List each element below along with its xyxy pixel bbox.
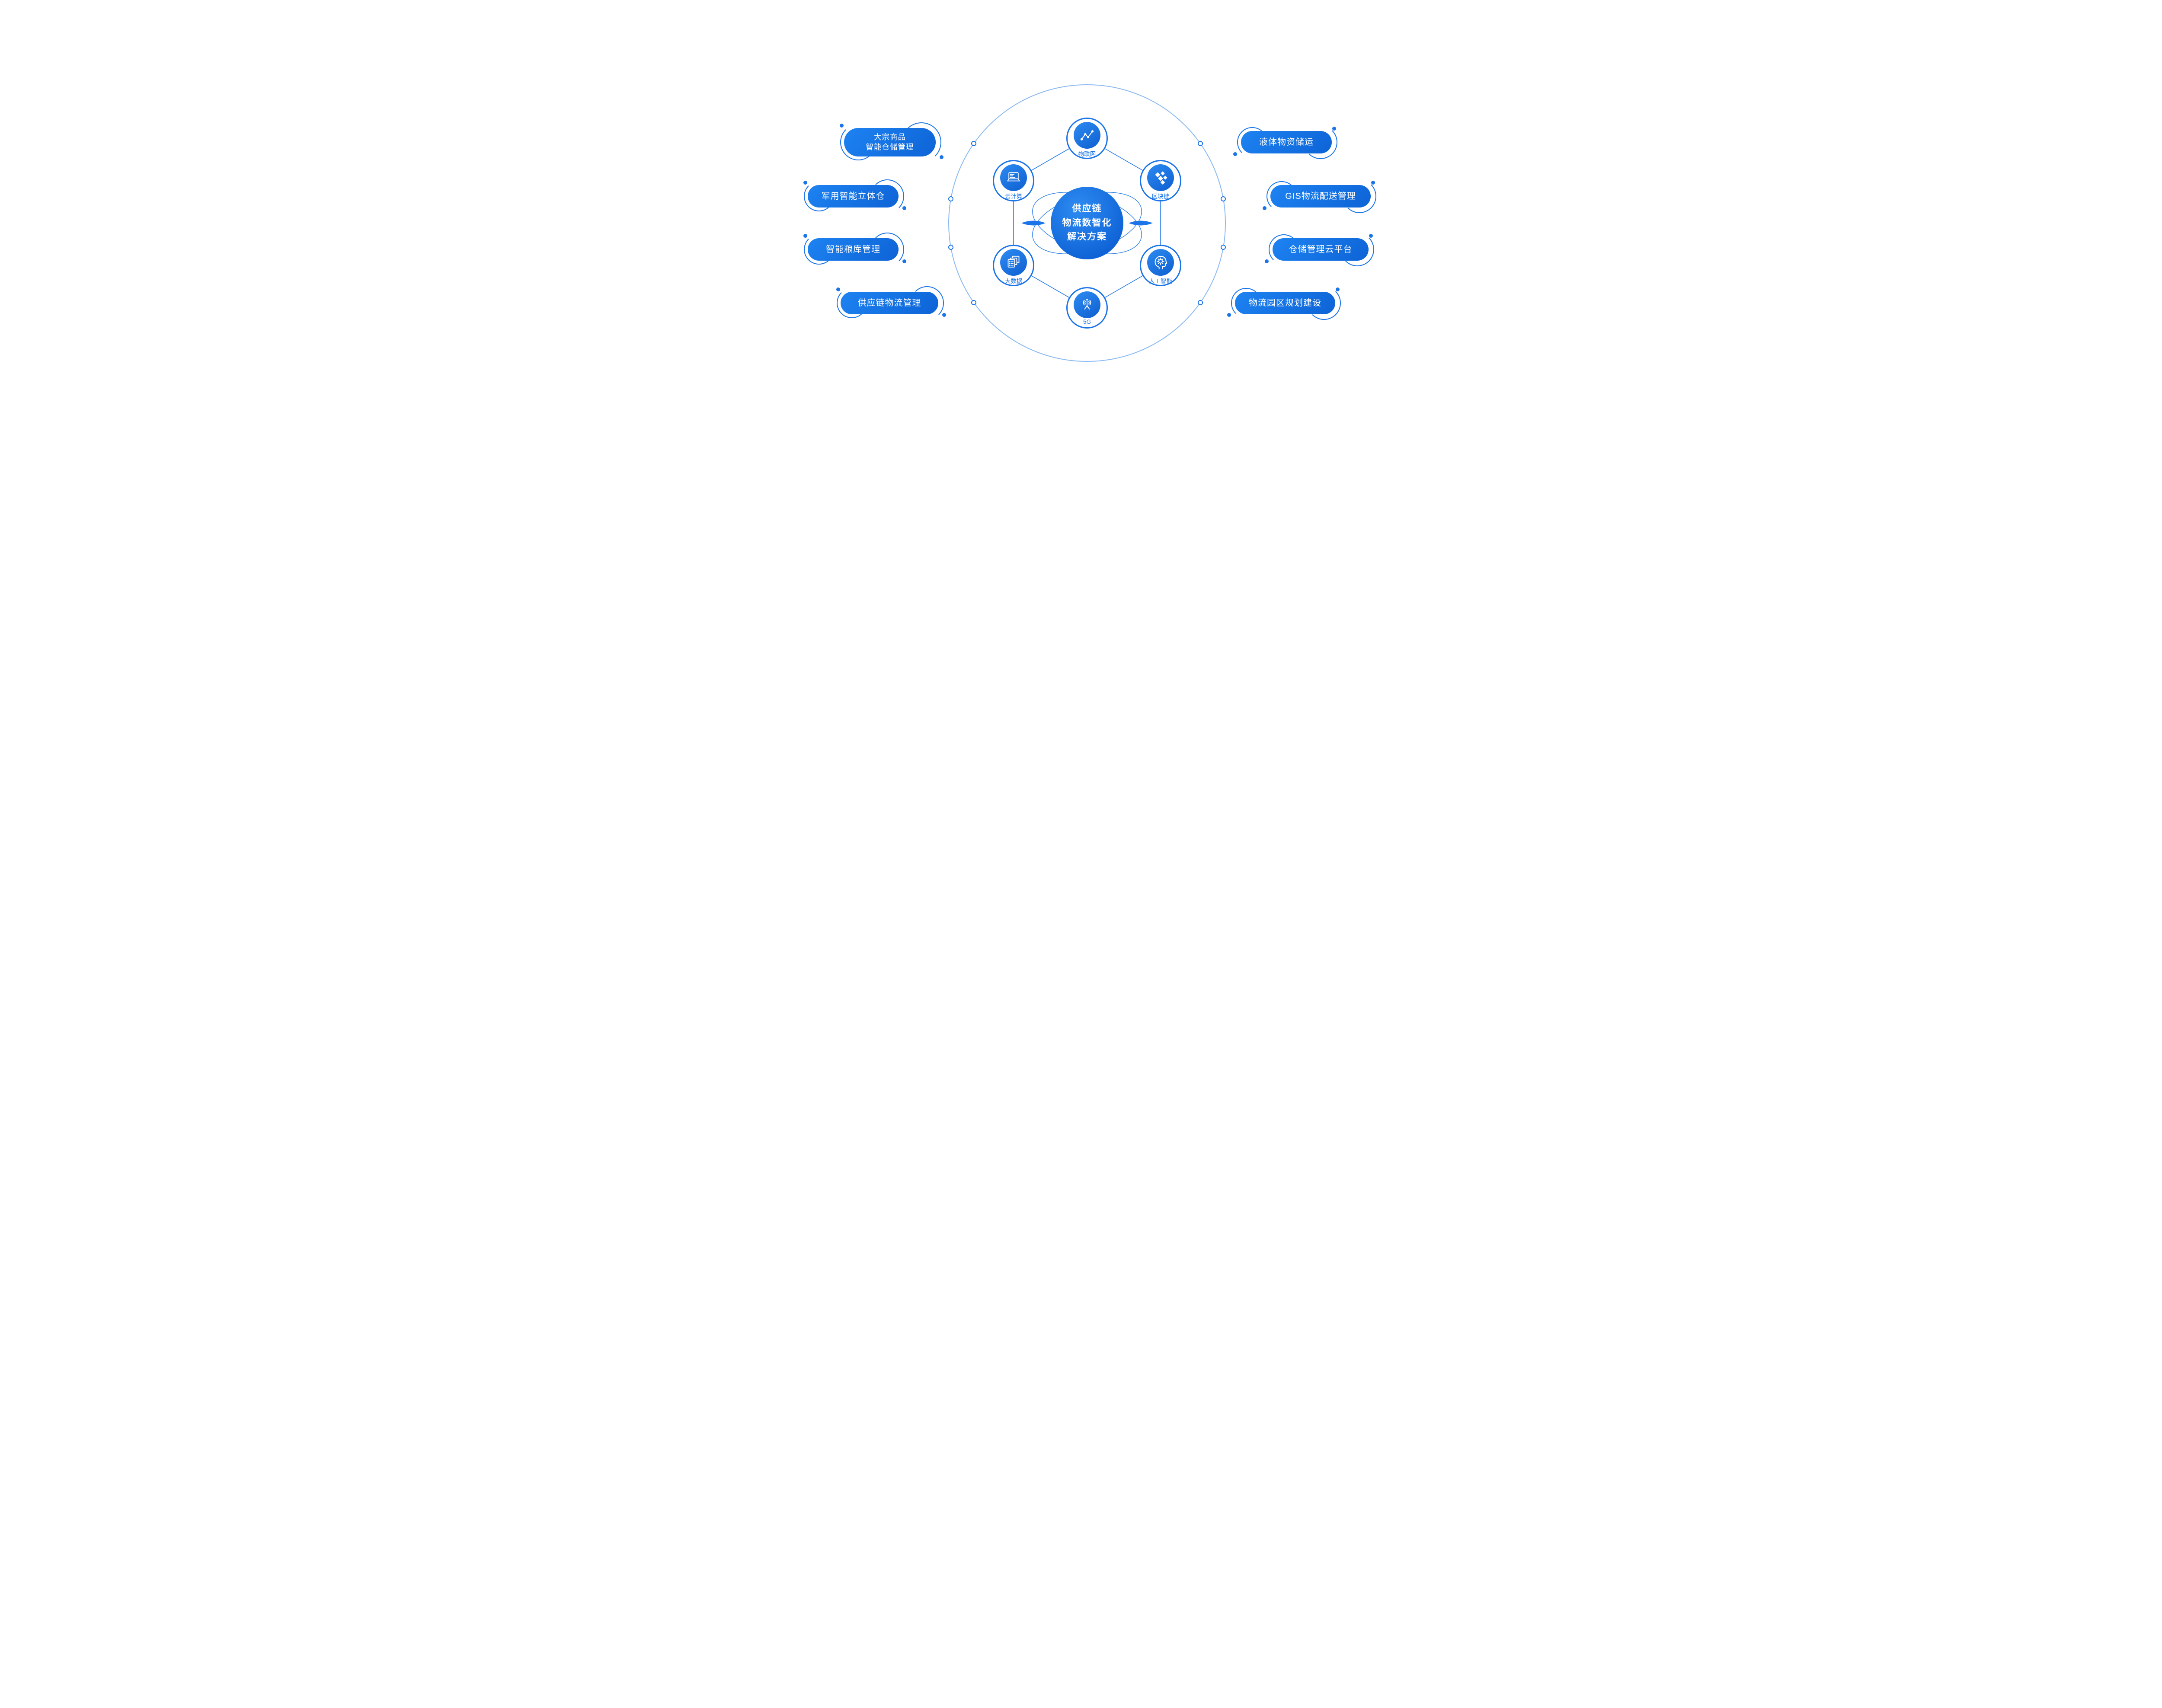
blockchain-icon [1147,164,1174,191]
pill-arc-decoration [804,181,834,211]
pill-label: 军用智能立体仓 [808,185,899,208]
pill-military-smart-warehouse: 军用智能立体仓 [803,179,906,213]
node-label: 区块链 [1151,193,1170,200]
pill-dot-decoration [840,124,844,128]
pill-arc-decoration [1340,233,1374,266]
node-label: 大数据 [1004,278,1023,284]
pill-label: 物流园区规划建设 [1235,292,1335,314]
pill-dot-decoration [940,155,943,159]
pill-dot-decoration [1369,234,1373,238]
node-label: 物联网 [1078,151,1096,157]
node-circle: 人工智能 [1140,245,1181,286]
antenna-5g-icon [1074,291,1100,318]
pill-label: 智能粮库管理 [808,238,899,261]
pill-arc-decoration [902,122,941,162]
pill-label: 大宗商品 智能仓储管理 [844,128,936,156]
pill-supply-chain-logistics-management: 供应链物流管理 [836,286,946,320]
pill-dot-decoration [1233,152,1237,156]
big-data-icon [1000,249,1027,276]
pill-bulk-commodity-smart-warehousing: 大宗商品 智能仓储管理 [840,122,943,162]
node-circle: 物联网 [1066,118,1108,159]
pill-dot-decoration [803,181,807,185]
pill-dot-decoration [1336,287,1340,291]
pill-arc-decoration [840,124,876,160]
pill-label: 供应链物流管理 [841,292,938,314]
node-cloud-computing: 云计算 [993,160,1034,201]
pill-arc-decoration [910,286,944,320]
pill-dot-decoration [1371,181,1375,185]
pill-smart-grain-depot-management: 智能粮库管理 [803,233,906,266]
pill-liquid-material-storage-transport: 液体物资储运 [1233,125,1337,159]
pill-arc-decoration [870,179,904,213]
node-big-data: 大数据 [993,245,1034,286]
pill-arc-decoration [1237,127,1267,157]
pill-dot-decoration [1332,127,1336,131]
outer-ring-dots [948,141,1226,305]
pill-warehouse-management-cloud-platform: 仓储管理云平台 [1265,233,1374,266]
pill-arc-decoration [837,288,867,318]
node-iot: 物联网 [1066,118,1108,159]
node-circle: 大数据 [993,245,1034,286]
pill-gis-logistics-distribution-management: GIS物流配送管理 [1263,179,1376,213]
pill-label: 仓储管理云平台 [1273,238,1369,261]
orbit-petals [1021,220,1153,226]
pill-arc-decoration [870,233,904,266]
pill-dot-decoration [1227,313,1231,317]
cloud-computing-laptop-icon [1000,164,1027,191]
pill-dot-decoration [902,259,906,263]
node-label: 5G [1083,319,1091,325]
node-circle: 5G [1066,287,1108,329]
pill-dot-decoration [803,234,807,238]
center-title-line: 供应链 [1072,204,1102,214]
pill-label: GIS物流配送管理 [1270,185,1371,208]
center-title-line: 解决方案 [1067,232,1107,242]
ai-head-icon [1147,249,1174,276]
pill-arc-decoration [1307,286,1341,320]
pill-arc-decoration [1231,288,1261,318]
pill-dot-decoration [1265,259,1269,263]
pill-arc-decoration [1269,234,1299,265]
node-ai: 人工智能 [1140,245,1181,286]
infographic-canvas: 供应链 物流数智化 解决方案 物联网 [748,0,1414,437]
node-label: 云计算 [1004,193,1023,200]
node-5g: 5G [1066,287,1108,329]
pill-arc-decoration [1343,179,1376,213]
iot-icon [1074,122,1100,149]
pill-dot-decoration [902,206,906,210]
node-label: 人工智能 [1149,278,1172,284]
pill-dot-decoration [942,313,946,317]
pill-dot-decoration [1263,206,1266,210]
center-hub: 供应链 物流数智化 解决方案 [1051,187,1123,259]
pill-label: 液体物资储运 [1241,131,1332,153]
pill-logistics-park-planning-construction: 物流园区规划建设 [1227,286,1341,320]
node-circle: 云计算 [993,160,1034,201]
pill-arc-decoration [804,234,834,265]
pill-dot-decoration [836,287,840,291]
pill-arc-decoration [1304,125,1337,159]
node-circle: 区块链 [1140,160,1181,201]
pill-arc-decoration [1266,181,1297,211]
node-blockchain: 区块链 [1140,160,1181,201]
outer-ring [948,84,1226,362]
center-title-line: 物流数智化 [1062,217,1112,228]
